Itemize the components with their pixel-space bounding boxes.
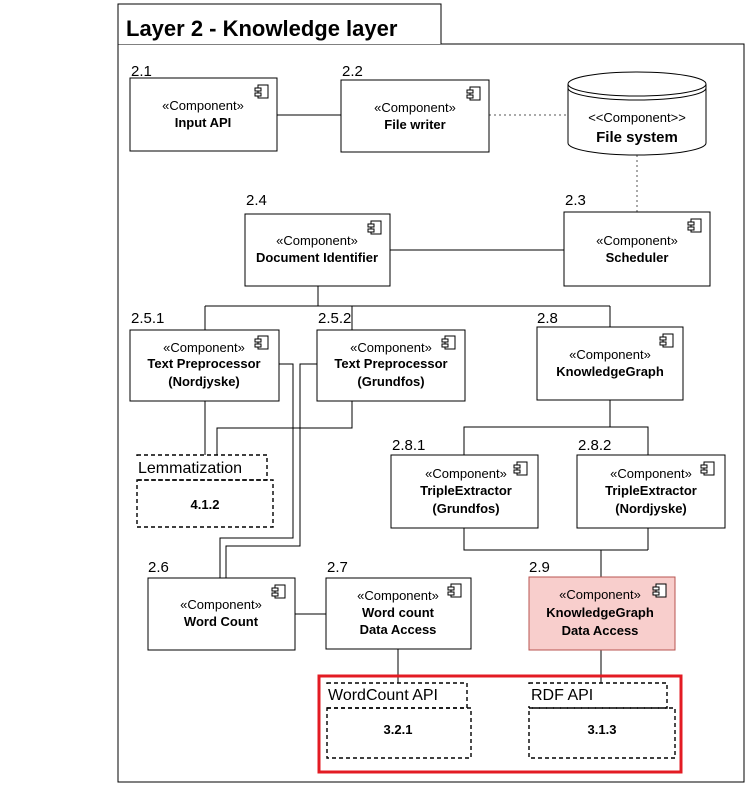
component-name-line2: (Grundfos) xyxy=(432,501,499,516)
component-number: 2.9 xyxy=(529,559,550,576)
component-text-preprocessor-nordjyske[interactable]: 2.5.1 «Component» Text Preprocessor (Nor… xyxy=(129,310,280,402)
component-triple-extractor-grundfos[interactable]: 2.8.1 «Component» TripleExtractor (Grund… xyxy=(390,437,539,529)
component-number: 2.8.2 xyxy=(578,437,611,454)
component-name: File writer xyxy=(384,117,445,132)
edge-textpre2-lemmatization xyxy=(216,401,353,455)
component-number: 2.4 xyxy=(246,192,267,209)
component-name-line1: KnowledgeGraph xyxy=(546,605,654,620)
component-name: Document Identifier xyxy=(256,250,378,265)
component-stereotype: «Component» xyxy=(596,233,678,248)
focus-frame xyxy=(317,674,683,774)
component-number: 2.1 xyxy=(131,63,152,80)
component-stereotype: «Component» xyxy=(425,466,507,481)
component-stereotype: «Component» xyxy=(569,347,651,362)
component-name: Scheduler xyxy=(606,250,669,265)
layer-frame: Layer 2 - Knowledge layer xyxy=(117,3,745,783)
interface-ref: 3.2.1 xyxy=(384,722,413,737)
interface-label: RDF API xyxy=(531,687,593,704)
component-number: 2.2 xyxy=(342,63,363,80)
component-stereotype: «Component» xyxy=(180,597,262,612)
component-name-line1: TripleExtractor xyxy=(420,483,512,498)
component-number: 2.8.1 xyxy=(392,437,425,454)
component-knowledge-graph[interactable]: 2.8 «Component» KnowledgeGraph xyxy=(536,310,684,401)
component-stereotype: <<Component>> xyxy=(588,110,686,125)
component-stereotype: «Component» xyxy=(610,466,692,481)
component-name-line1: Text Preprocessor xyxy=(334,356,447,371)
component-number: 2.7 xyxy=(327,559,348,576)
component-stereotype: «Component» xyxy=(276,233,358,248)
component-number: 2.5.2 xyxy=(318,310,351,327)
component-name-line2: Data Access xyxy=(562,623,639,638)
component-name-line2: Data Access xyxy=(360,622,437,637)
component-stereotype: «Component» xyxy=(162,98,244,113)
component-stereotype: «Component» xyxy=(163,340,245,355)
component-name-line1: Text Preprocessor xyxy=(147,356,260,371)
interface-ref: 4.1.2 xyxy=(191,497,220,512)
edge-extractors-kgda xyxy=(463,528,649,577)
component-stereotype: «Component» xyxy=(357,588,439,603)
component-file-system[interactable]: <<Component>> File system xyxy=(567,71,707,156)
component-text-preprocessor-grundfos[interactable]: 2.5.2 «Component» Text Preprocessor (Gru… xyxy=(316,310,466,402)
interface-ref: 3.1.3 xyxy=(588,722,617,737)
component-name: KnowledgeGraph xyxy=(556,364,664,379)
database-cylinder-icon xyxy=(567,84,707,156)
edge-textpre1-wordcount xyxy=(219,363,294,578)
edge-docid-branches xyxy=(204,286,611,330)
interface-label: WordCount API xyxy=(328,687,438,704)
interface-label: Lemmatization xyxy=(138,460,242,477)
component-scheduler[interactable]: 2.3 «Component» Scheduler xyxy=(563,192,711,287)
component-stereotype: «Component» xyxy=(350,340,432,355)
component-number: 2.8 xyxy=(537,310,558,327)
component-input-api[interactable]: 2.1 «Component» Input API xyxy=(129,63,278,152)
component-triple-extractor-nordjyske[interactable]: 2.8.2 «Component» TripleExtractor (Nordj… xyxy=(576,437,726,529)
component-word-count[interactable]: 2.6 «Component» Word Count xyxy=(147,559,296,651)
component-number: 2.6 xyxy=(148,559,169,576)
component-document-identifier[interactable]: 2.4 «Component» Document Identifier xyxy=(244,192,391,287)
component-name: Input API xyxy=(175,115,232,130)
component-stereotype: «Component» xyxy=(559,587,641,602)
component-file-writer[interactable]: 2.2 «Component» File writer xyxy=(340,63,490,153)
layer-title: Layer 2 - Knowledge layer xyxy=(126,16,398,41)
component-name-line2: (Nordjyske) xyxy=(168,374,240,389)
component-stereotype: «Component» xyxy=(374,100,456,115)
component-knowledge-graph-data-access[interactable]: 2.9 «Component» KnowledgeGraph Data Acce… xyxy=(528,559,676,651)
external-ref-rdf-api[interactable]: RDF API 3.1.3 xyxy=(528,682,676,759)
component-word-count-data-access[interactable]: 2.7 «Component» Word count Data Access xyxy=(325,559,472,650)
component-number: 2.5.1 xyxy=(131,310,164,327)
component-name: File system xyxy=(596,129,678,146)
edge-textpre2-wordcount xyxy=(225,363,317,578)
external-ref-wordcount-api[interactable]: WordCount API 3.2.1 xyxy=(326,682,472,759)
component-name-line2: (Nordjyske) xyxy=(615,501,687,516)
component-name: Word Count xyxy=(184,614,259,629)
external-ref-lemmatization[interactable]: Lemmatization 4.1.2 xyxy=(136,454,274,528)
component-name-line1: TripleExtractor xyxy=(605,483,697,498)
edge-kg-extractors xyxy=(463,400,649,455)
component-name-line1: Word count xyxy=(362,605,435,620)
component-number: 2.3 xyxy=(565,192,586,209)
component-name-line2: (Grundfos) xyxy=(357,374,424,389)
